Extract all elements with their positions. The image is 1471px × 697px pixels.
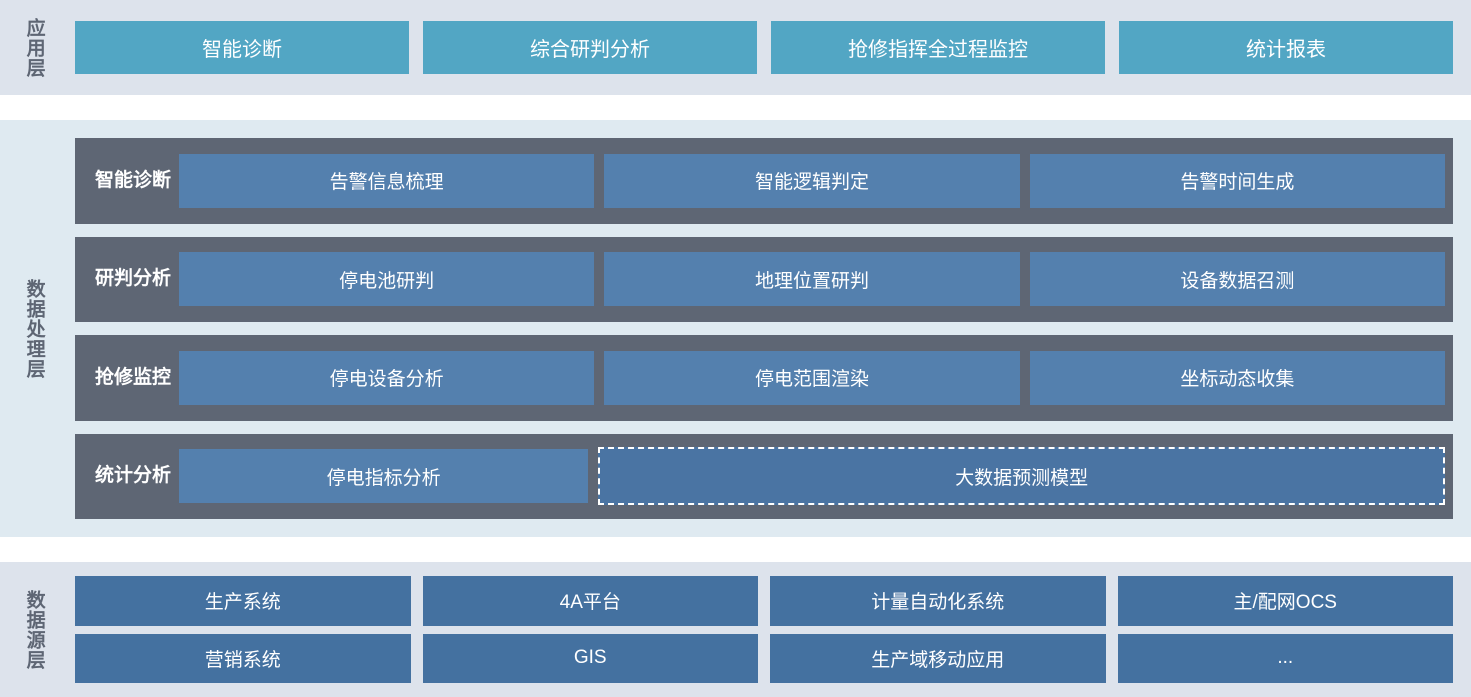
app-tile-repair-monitoring[interactable]: 抢修指挥全过程监控	[771, 21, 1105, 74]
proc-cell-coordinate-dynamic-collection[interactable]: 坐标动态收集	[1029, 350, 1445, 405]
proc-cell-alarm-time-generation[interactable]: 告警时间生成	[1029, 153, 1445, 208]
app-tile-intelligent-diagnosis[interactable]: 智能诊断	[75, 21, 409, 74]
proc-row-cells: 停电池研判 地理位置研判 设备数据召测	[179, 237, 1445, 323]
data-processing-layer-label: 数据处理层	[23, 278, 45, 379]
proc-cell-device-data-polling[interactable]: 设备数据召测	[1029, 252, 1445, 307]
proc-row-label-statistical-analysis: 统计分析	[94, 465, 171, 487]
proc-cell-alarm-info-sorting[interactable]: 告警信息梳理	[179, 153, 595, 208]
proc-row-cells: 停电指标分析 大数据预测模型	[179, 434, 1445, 520]
data-source-tiles: 生产系统 4A平台 计量自动化系统 主/配网OCS 营销系统 GIS 生产域移动…	[68, 562, 1471, 697]
src-tile-main-distribution-ocs[interactable]: 主/配网OCS	[1117, 576, 1453, 626]
src-tile-more[interactable]: ...	[1117, 633, 1453, 683]
proc-row-statistical-analysis: 统计分析 停电指标分析 大数据预测模型	[75, 433, 1453, 520]
proc-cell-intelligent-logic-decision[interactable]: 智能逻辑判定	[604, 153, 1020, 208]
app-tile-comprehensive-analysis[interactable]: 综合研判分析	[423, 21, 757, 74]
src-tile-production-mobile-app[interactable]: 生产域移动应用	[770, 633, 1106, 683]
band-divider-top	[0, 95, 1471, 120]
data-source-row: 生产系统 4A平台 计量自动化系统 主/配网OCS	[75, 576, 1453, 626]
application-layer-label: 应用层	[23, 17, 45, 78]
data-processing-layer: 数据处理层 智能诊断 告警信息梳理 智能逻辑判定 告警时间生成 研判分析 停电池…	[0, 120, 1471, 537]
proc-row-repair-monitoring: 抢修监控 停电设备分析 停电范围渲染 坐标动态收集	[75, 335, 1453, 421]
proc-row-label-judgment-analysis: 研判分析	[94, 268, 171, 290]
proc-cell-big-data-prediction-model[interactable]: 大数据预测模型	[598, 447, 1445, 506]
src-tile-gis[interactable]: GIS	[422, 633, 758, 683]
src-tile-production-system[interactable]: 生产系统	[75, 576, 411, 626]
proc-row-cells: 停电设备分析 停电范围渲染 坐标动态收集	[179, 335, 1445, 421]
data-source-layer: 数据源层 生产系统 4A平台 计量自动化系统 主/配网OCS 营销系统 GIS …	[0, 562, 1471, 697]
data-source-layer-label: 数据源层	[23, 589, 45, 670]
src-tile-4a-platform[interactable]: 4A平台	[422, 576, 758, 626]
application-layer: 应用层 智能诊断 综合研判分析 抢修指挥全过程监控 统计报表	[0, 0, 1471, 95]
proc-cell-geolocation-judgment[interactable]: 地理位置研判	[604, 252, 1020, 307]
proc-cell-outage-device-analysis[interactable]: 停电设备分析	[179, 350, 595, 405]
app-tile-statistics-report[interactable]: 统计报表	[1119, 21, 1453, 74]
data-source-row: 营销系统 GIS 生产域移动应用 ...	[75, 633, 1453, 683]
data-processing-rows: 智能诊断 告警信息梳理 智能逻辑判定 告警时间生成 研判分析 停电池研判 地理位…	[68, 120, 1471, 537]
band-divider-bottom	[0, 537, 1471, 562]
proc-row-label-repair-monitoring: 抢修监控	[94, 366, 171, 388]
proc-cell-outage-pool-judgment[interactable]: 停电池研判	[179, 252, 595, 307]
proc-row-judgment-analysis: 研判分析 停电池研判 地理位置研判 设备数据召测	[75, 236, 1453, 323]
src-tile-metering-automation-system[interactable]: 计量自动化系统	[770, 576, 1106, 626]
proc-row-label-intelligent-diagnosis: 智能诊断	[94, 169, 171, 191]
proc-row-intelligent-diagnosis: 智能诊断 告警信息梳理 智能逻辑判定 告警时间生成	[75, 138, 1453, 224]
application-layer-tiles: 智能诊断 综合研判分析 抢修指挥全过程监控 统计报表	[68, 0, 1471, 95]
proc-cell-outage-scope-rendering[interactable]: 停电范围渲染	[604, 350, 1020, 405]
proc-cell-outage-index-analysis[interactable]: 停电指标分析	[179, 449, 589, 504]
src-tile-marketing-system[interactable]: 营销系统	[75, 633, 411, 683]
proc-row-cells: 告警信息梳理 智能逻辑判定 告警时间生成	[179, 138, 1445, 224]
